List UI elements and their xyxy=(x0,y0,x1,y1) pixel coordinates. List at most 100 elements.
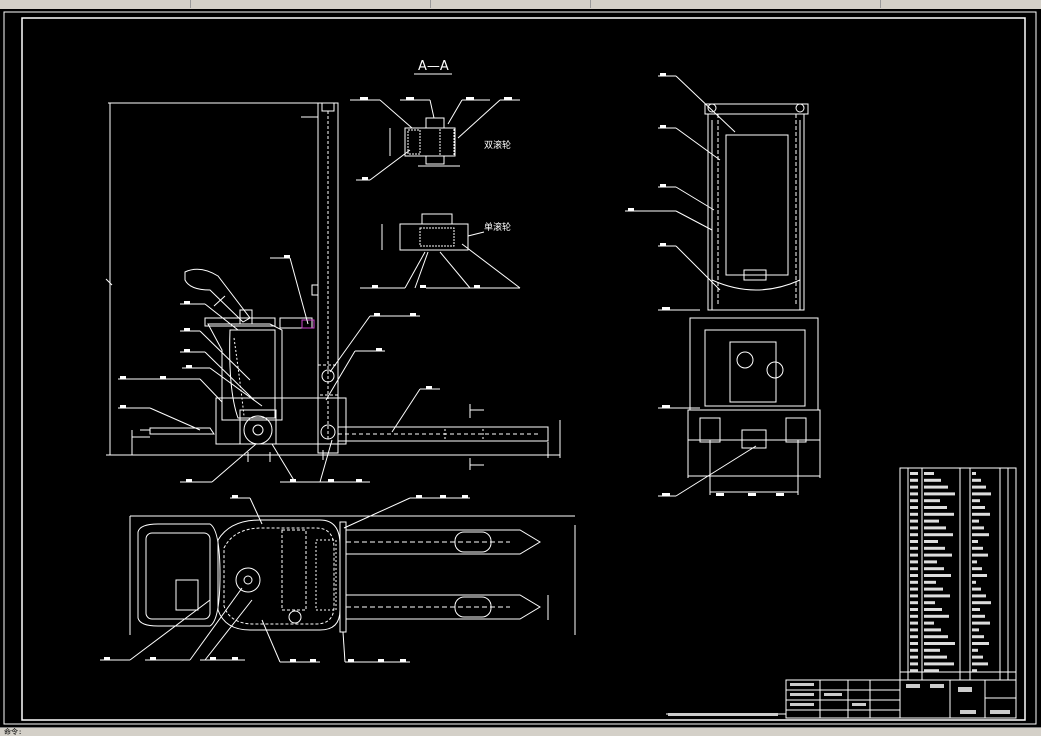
parts-row-text xyxy=(972,492,991,496)
parts-row-text xyxy=(924,580,936,584)
parts-row-text xyxy=(924,574,951,577)
command-prompt: 命令: xyxy=(4,728,23,736)
command-line[interactable]: 命令: xyxy=(0,727,1041,736)
parts-row-text xyxy=(972,669,977,673)
parts-row-text xyxy=(910,628,918,632)
parts-list-rows xyxy=(910,472,991,673)
toolbar-segment[interactable] xyxy=(880,0,1041,8)
parts-row-text xyxy=(972,587,981,591)
parts-row-text xyxy=(972,472,976,475)
parts-row-text xyxy=(910,540,918,543)
parts-row-text xyxy=(924,526,946,530)
parts-row-text xyxy=(910,608,918,611)
parts-row-text xyxy=(972,546,983,550)
front-view xyxy=(625,75,821,497)
parts-row-text xyxy=(972,608,980,611)
parts-row-text xyxy=(972,614,985,618)
parts-row-text xyxy=(924,512,954,516)
parts-row-text xyxy=(924,628,941,632)
parts-row-text xyxy=(910,587,918,591)
parts-row-text xyxy=(910,601,918,605)
parts-row-text xyxy=(924,492,955,496)
parts-row-text xyxy=(924,485,948,489)
parts-row-text xyxy=(972,648,978,652)
front-body xyxy=(689,317,819,411)
parts-row-text xyxy=(924,594,950,598)
parts-row-text xyxy=(910,526,918,530)
toolbar-segment[interactable] xyxy=(190,0,431,8)
toolbar-segment[interactable] xyxy=(0,0,191,8)
parts-row-text xyxy=(972,567,982,571)
parts-row-text xyxy=(910,485,918,489)
parts-row-text xyxy=(972,478,981,482)
parts-row-text xyxy=(910,635,918,639)
parts-row-text xyxy=(972,526,984,530)
parts-row-text xyxy=(924,499,940,503)
parts-row-text xyxy=(924,648,940,652)
parts-row-text xyxy=(924,587,943,591)
double-roller-label: 双滚轮 xyxy=(484,139,511,151)
parts-row-text xyxy=(972,553,988,557)
double-roller-detail xyxy=(350,99,520,181)
parts-row-text xyxy=(910,567,918,571)
parts-row-text xyxy=(924,642,955,645)
parts-row-text xyxy=(972,499,980,503)
parts-row-text xyxy=(910,478,918,482)
parts-row-text xyxy=(924,560,937,564)
parts-row-text xyxy=(972,574,987,577)
drawing-canvas[interactable]: A—A 双滚轮 单滚轮 xyxy=(0,9,1041,727)
parts-row-text xyxy=(924,608,942,611)
parts-row-text xyxy=(972,506,985,509)
parts-row-text xyxy=(924,506,947,509)
parts-row-text xyxy=(972,621,990,625)
parts-row-text xyxy=(972,540,978,543)
parts-row-text xyxy=(924,472,934,475)
parts-row-text xyxy=(972,628,979,632)
parts-row-text xyxy=(972,560,977,564)
top-view xyxy=(100,497,576,663)
parts-row-text xyxy=(910,648,918,652)
title-block-text xyxy=(668,683,1010,716)
parts-row-text xyxy=(910,594,918,598)
single-roller-detail xyxy=(360,213,521,289)
parts-row-text xyxy=(972,642,989,645)
inner-border xyxy=(21,17,1026,721)
parts-row-text xyxy=(924,540,938,543)
parts-row-text xyxy=(924,635,948,639)
parts-row-text xyxy=(910,533,918,537)
parts-row-text xyxy=(910,614,918,618)
single-roller-label: 单滚轮 xyxy=(484,221,511,233)
toolbar-segment[interactable] xyxy=(430,0,591,8)
parts-row-text xyxy=(924,533,953,537)
leader-tags xyxy=(104,73,784,662)
parts-row-text xyxy=(910,642,918,645)
parts-row-text xyxy=(910,669,918,673)
parts-row-text xyxy=(910,472,918,475)
section-title: A—A xyxy=(418,59,449,74)
parts-row-text xyxy=(924,601,935,605)
parts-row-text xyxy=(972,519,979,523)
parts-row-text xyxy=(910,655,918,659)
parts-row-text xyxy=(972,655,983,659)
parts-row-text xyxy=(910,512,918,516)
parts-list xyxy=(899,467,1017,681)
parts-row-text xyxy=(972,512,990,516)
parts-row-text xyxy=(972,533,989,537)
parts-row-text xyxy=(924,546,945,550)
parts-row-text xyxy=(910,574,918,577)
toolbar-segment[interactable] xyxy=(590,0,881,8)
parts-row-text xyxy=(910,560,918,564)
base-frame xyxy=(215,397,347,445)
parts-row-text xyxy=(910,553,918,557)
cad-drawing[interactable]: A—A 双滚轮 单滚轮 xyxy=(0,9,1041,727)
battery-connector xyxy=(279,317,313,329)
parts-row-text xyxy=(972,580,976,584)
parts-row-text xyxy=(910,492,918,496)
parts-row-text xyxy=(972,594,986,598)
parts-row-text xyxy=(972,485,986,489)
parts-row-text xyxy=(910,499,918,503)
side-view xyxy=(105,102,561,483)
parts-row-text xyxy=(910,506,918,509)
parts-row-text xyxy=(910,621,918,625)
parts-row-text xyxy=(972,635,984,639)
